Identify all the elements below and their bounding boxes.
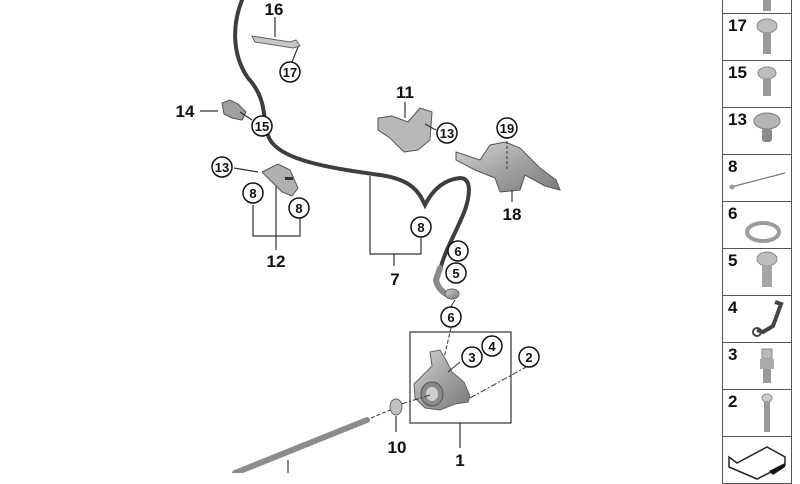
sidebar-item-label: 8	[728, 157, 738, 176]
part-14-clip	[200, 99, 253, 121]
part-18-release-lever	[455, 136, 561, 202]
callout-6-bottom: 6	[440, 306, 462, 328]
sidebar-item-4[interactable]: 4	[722, 296, 792, 343]
callout-19: 19	[496, 117, 518, 139]
part-set-icon	[728, 446, 786, 480]
parts-sidebar: 17 15 13 8 6 5 4 3 2	[722, 0, 792, 484]
callout-8-right: 8	[288, 197, 310, 219]
callout-5: 5	[445, 262, 467, 284]
torx-bolt-short-icon	[757, 66, 777, 96]
callout-8-hose: 8	[410, 216, 432, 238]
pushrod	[232, 417, 370, 473]
svg-text:13: 13	[440, 126, 454, 141]
label-16: 16	[265, 0, 284, 19]
sidebar-item-bolt-top[interactable]	[722, 0, 792, 14]
svg-text:6: 6	[447, 310, 454, 325]
label-18: 18	[503, 205, 522, 224]
sidebar-item-label: 5	[728, 251, 738, 270]
sidebar-item-label: 13	[728, 110, 747, 129]
seal-ring-icon	[745, 221, 781, 243]
part-12-holder	[233, 163, 301, 250]
svg-text:6: 6	[454, 244, 461, 259]
label-1: 1	[455, 451, 464, 470]
sidebar-item-label: 15	[728, 63, 747, 82]
part-11-bracket	[377, 102, 437, 153]
sidebar-item-2[interactable]: 2	[722, 390, 792, 437]
sidebar-item-6[interactable]: 6	[722, 202, 792, 249]
bolt-icon	[761, 393, 773, 432]
sidebar-item-5[interactable]: 5	[722, 249, 792, 296]
sidebar-item-part-set[interactable]	[722, 437, 792, 484]
sidebar-item-13[interactable]: 13	[722, 108, 792, 155]
svg-text:19: 19	[500, 121, 514, 136]
sidebar-item-label: 2	[728, 392, 738, 411]
svg-text:5: 5	[452, 266, 459, 281]
slave-cylinder	[413, 349, 471, 411]
sidebar-item-15[interactable]: 15	[722, 61, 792, 108]
sidebar-item-3[interactable]: 3	[722, 343, 792, 390]
banjo-fitting	[444, 288, 460, 300]
cable-tie-icon	[729, 172, 786, 190]
sidebar-item-17[interactable]: 17	[722, 14, 792, 61]
sidebar-item-8[interactable]: 8	[722, 155, 792, 202]
label-14: 14	[176, 102, 195, 121]
parts-diagram: 16 14 11 12 7 18 10 1 17 15 13 8 8 13 19…	[176, 0, 561, 473]
callout-6-top: 6	[447, 240, 469, 262]
clutch-hose	[233, 0, 471, 272]
label-11: 11	[396, 83, 414, 102]
label-10: 10	[388, 438, 407, 457]
part-16-bracket	[251, 17, 301, 63]
callout-15: 15	[251, 115, 273, 137]
svg-text:3: 3	[468, 350, 475, 365]
banjo-bolt-icon	[756, 251, 778, 287]
callout-3: 3	[461, 346, 483, 368]
sidebar-item-label: 3	[728, 345, 738, 364]
part-10-washer	[389, 398, 403, 432]
sidebar-item-label: 6	[728, 204, 738, 223]
callout-2: 2	[518, 346, 540, 368]
svg-text:13: 13	[215, 160, 229, 175]
sidebar-item-label: 4	[728, 298, 738, 317]
dust-cap-icon	[752, 300, 784, 337]
bolt-icon	[763, 0, 771, 11]
callout-4: 4	[481, 335, 503, 357]
svg-text:4: 4	[488, 339, 496, 354]
label-12: 12	[267, 252, 286, 271]
torx-bolt-icon	[756, 18, 778, 54]
callout-8-left: 8	[242, 182, 264, 204]
svg-text:8: 8	[417, 220, 424, 235]
sidebar-item-label: 17	[728, 16, 747, 35]
callout-13-bracket: 13	[436, 122, 458, 144]
svg-text:15: 15	[255, 119, 269, 134]
label-7: 7	[390, 270, 399, 289]
callout-17: 17	[279, 61, 301, 83]
svg-text:8: 8	[295, 201, 302, 216]
bleeder-screw-icon	[760, 348, 774, 383]
bracket-7	[369, 176, 422, 255]
svg-text:17: 17	[283, 65, 297, 80]
svg-text:8: 8	[249, 186, 256, 201]
svg-text:2: 2	[525, 350, 532, 365]
callout-13-holder: 13	[211, 156, 233, 178]
expanding-rivet-icon	[753, 112, 781, 142]
